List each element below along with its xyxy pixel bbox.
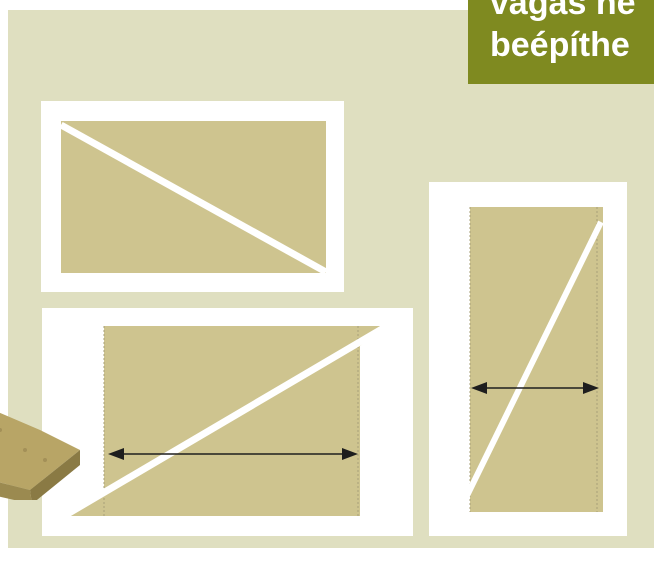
arrow-right-icon bbox=[583, 382, 599, 394]
diagonal-cut-line bbox=[62, 322, 389, 520]
board-side-face bbox=[30, 450, 80, 500]
mineral-wool-board-image bbox=[0, 412, 80, 500]
figure-wide-board-diagonal-cut bbox=[42, 308, 413, 536]
banner-title: vágás ne beépíthe bbox=[490, 0, 636, 66]
arrow-left-icon bbox=[108, 448, 124, 460]
arrow-left-icon bbox=[471, 382, 487, 394]
board-front-face bbox=[0, 482, 32, 500]
wide-board-drawing bbox=[62, 322, 389, 520]
banner-line-2: beépíthe bbox=[490, 26, 630, 64]
figure-rectangle-diagonal-cut bbox=[41, 101, 344, 292]
texture-dot bbox=[43, 458, 47, 462]
rectangle-diagonal-cut-drawing bbox=[59, 121, 328, 276]
title-banner: vágás ne beépíthe bbox=[468, 0, 654, 84]
figure-tall-board-diagonal-cut bbox=[429, 182, 627, 536]
tall-board-drawing bbox=[456, 207, 604, 514]
banner-line-1: vágás ne bbox=[490, 0, 636, 22]
texture-dot bbox=[0, 428, 2, 432]
arrow-right-icon bbox=[342, 448, 358, 460]
diagonal-cut-line bbox=[456, 220, 604, 514]
diagonal-cut-line bbox=[59, 121, 328, 276]
board-top-face bbox=[0, 412, 80, 490]
texture-dot bbox=[23, 448, 27, 452]
